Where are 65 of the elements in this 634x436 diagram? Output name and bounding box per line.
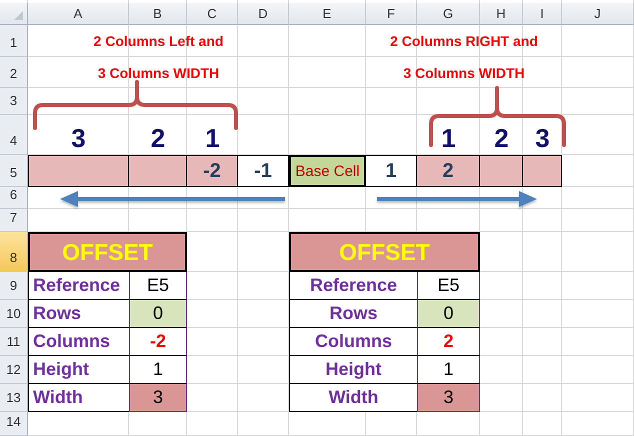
- parameter-value-cell: 2: [417, 328, 480, 356]
- spreadsheet-cell: 1: [366, 155, 417, 187]
- parameter-value-cell: -2: [129, 328, 187, 356]
- parameter-label-cell: Reference: [289, 272, 417, 300]
- parameter-label-cell: Columns: [28, 328, 129, 356]
- parameter-value-cell: E5: [417, 272, 480, 300]
- row-header: 9: [0, 272, 28, 300]
- column-count-number: 2: [150, 125, 166, 151]
- parameter-value-cell: 3: [417, 384, 480, 412]
- row-header: 3: [0, 88, 28, 115]
- annotation-text: 2 Columns Left and: [94, 33, 224, 49]
- column-count-number: 1: [441, 125, 456, 151]
- parameter-label-cell: Height: [28, 356, 129, 384]
- row-header: 1: [0, 25, 28, 57]
- highlighted-cell: [480, 155, 523, 187]
- table-header: OFFSET: [28, 232, 187, 272]
- column-header: E: [289, 3, 366, 25]
- parameter-value-cell: 3: [129, 384, 187, 412]
- annotation-text: 2 Columns RIGHT and: [390, 33, 538, 49]
- parameter-label-cell: Width: [289, 384, 417, 412]
- row-header: 5: [0, 155, 28, 187]
- highlighted-cell: 2: [417, 155, 480, 187]
- parameter-value-cell: 0: [129, 300, 187, 328]
- row-header: 2: [0, 57, 28, 88]
- annotation-text: 3 Columns WIDTH: [403, 64, 525, 80]
- column-count-number: 3: [71, 125, 86, 151]
- parameter-value-cell: 1: [417, 356, 480, 384]
- column-count-number: 1: [205, 125, 220, 151]
- column-header: B: [129, 3, 187, 25]
- row-header: 10: [0, 300, 28, 328]
- base-cell: Base Cell: [289, 155, 366, 187]
- row-header: 8: [0, 232, 28, 272]
- column-count-number: 2: [494, 125, 509, 151]
- highlighted-cell: [129, 155, 187, 187]
- column-header: C: [187, 3, 238, 25]
- column-header: I: [523, 3, 562, 25]
- column-header: D: [238, 3, 289, 25]
- spreadsheet-cell: -1: [238, 155, 289, 187]
- column-count-number: 3: [535, 125, 550, 151]
- column-header: A: [28, 3, 129, 25]
- column-header: F: [366, 3, 417, 25]
- row-header: 6: [0, 187, 28, 209]
- parameter-value-cell: 0: [417, 300, 480, 328]
- row-header: 13: [0, 384, 28, 412]
- highlighted-cell: [28, 155, 129, 187]
- parameter-label-cell: Reference: [28, 272, 129, 300]
- annotation-text: 3 Columns WIDTH: [98, 64, 220, 80]
- highlighted-cell: [523, 155, 562, 187]
- parameter-label-cell: Columns: [289, 328, 417, 356]
- row-header: 11: [0, 328, 28, 356]
- table-header: OFFSET: [289, 232, 480, 272]
- column-header: H: [480, 3, 523, 25]
- parameter-label-cell: Rows: [289, 300, 417, 328]
- column-header: G: [417, 3, 480, 25]
- parameter-value-cell: 1: [129, 356, 187, 384]
- row-header: 14: [0, 412, 28, 436]
- row-header: 7: [0, 209, 28, 232]
- parameter-value-cell: E5: [129, 272, 187, 300]
- parameter-label-cell: Rows: [28, 300, 129, 328]
- row-header: 4: [0, 115, 28, 155]
- column-header: J: [562, 3, 634, 25]
- parameter-label-cell: Height: [289, 356, 417, 384]
- row-header: 12: [0, 356, 28, 384]
- highlighted-cell: -2: [187, 155, 238, 187]
- parameter-label-cell: Width: [28, 384, 129, 412]
